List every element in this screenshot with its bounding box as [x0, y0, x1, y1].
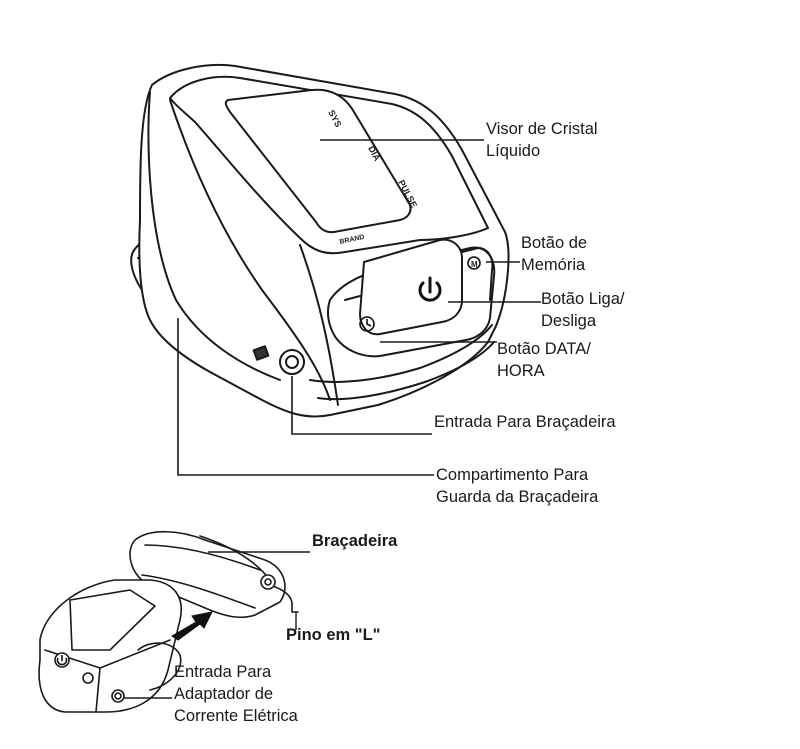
label-adaptador-line2: Adaptador de: [174, 685, 274, 703]
label-data-line2: HORA: [497, 362, 545, 380]
small-power-icon: [56, 655, 68, 666]
clock-icon: [359, 316, 375, 332]
label-adaptador-line3: Corrente Elétrica: [174, 707, 298, 725]
label-liga-line2: Desliga: [541, 312, 597, 330]
power-icon: [418, 276, 442, 302]
label-data-line1: Botão DATA/: [497, 340, 591, 358]
label-entrada-bracadeira-text: Entrada Para Braçadeira: [434, 413, 616, 431]
label-adaptador-line1: Entrada Para: [174, 663, 272, 681]
label-data: Botão DATA/ HORA: [497, 338, 591, 382]
label-liga: Botão Liga/ Desliga: [541, 288, 624, 332]
label-pino-text: Pino em "L": [286, 626, 381, 644]
label-memoria: Botão de Memória: [521, 232, 587, 276]
label-memoria-line2: Memória: [521, 256, 586, 274]
label-compartimento-line2: Guarda da Braçadeira: [436, 488, 599, 506]
label-pino: Pino em "L": [286, 624, 381, 646]
label-visor-line2: Líquido: [486, 142, 541, 160]
label-entrada-bracadeira: Entrada Para Braçadeira: [434, 411, 616, 433]
label-liga-line1: Botão Liga/: [541, 290, 625, 308]
leader-compartimento: [177, 318, 434, 476]
leader-entrada: [291, 376, 432, 435]
cuff: [129, 530, 286, 618]
label-bracadeira: Braçadeira: [312, 530, 397, 552]
svg-text:M: M: [471, 260, 478, 269]
label-visor: Visor de Cristal Líquido: [486, 118, 598, 162]
lcd-panel: [224, 88, 412, 234]
label-visor-line1: Visor de Cristal: [486, 120, 598, 138]
memory-icon: M: [467, 256, 481, 270]
label-adaptador: Entrada Para Adaptador de Corrente Elétr…: [174, 661, 298, 727]
label-memoria-line1: Botão de: [521, 234, 588, 252]
label-bracadeira-text: Braçadeira: [312, 532, 398, 550]
label-compartimento: Compartimento Para Guarda da Braçadeira: [436, 464, 598, 508]
label-compartimento-line1: Compartimento Para: [436, 466, 589, 484]
arrow-icon: [171, 611, 213, 641]
